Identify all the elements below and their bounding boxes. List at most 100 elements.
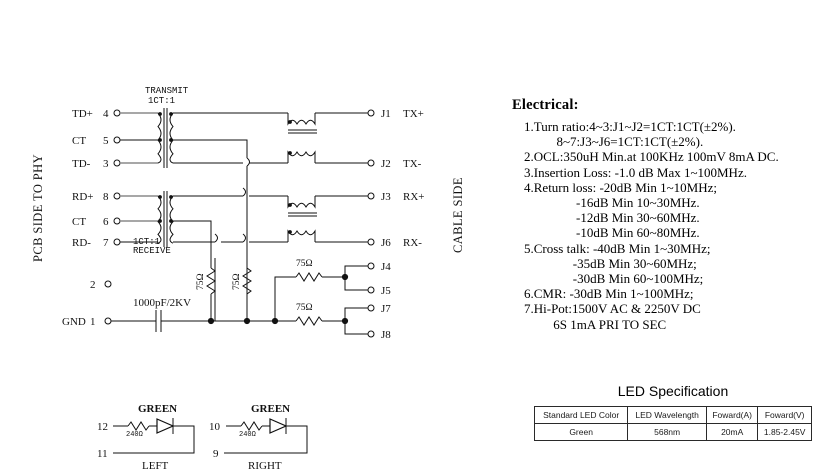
pcb-terminal[interactable] [113,159,121,167]
cable-pin-signal: TX+ [403,108,424,120]
electrical-line: 7.Hi-Pot:1500V AC & 2250V DC [524,301,701,317]
cable-pin-name: J6 [381,237,391,249]
electrical-line: 1.Turn ratio:4~3:J1~J2=1CT:1CT(±2%). [524,119,736,134]
pcb-terminal[interactable] [113,192,121,200]
cable-terminal[interactable] [367,286,375,294]
electrical-line: 6S 1mA PRI TO SEC [524,316,667,332]
table-header-row: Standard LED Color LED Wavelength Foward… [533,406,812,424]
cable-pin-j5: J5 [367,285,391,297]
electrical-line: 5.Cross talk: -40dB Min 1~30MHz; [524,240,711,256]
led-spec-title: LED Specification [617,383,729,399]
electrical-title: Electrical: [512,97,579,113]
cable-pin-name: J2 [381,158,391,170]
pcb-side-label: PCB SIDE TO PHY [31,154,45,262]
cable-terminal[interactable] [367,330,375,338]
cable-terminal[interactable] [367,304,375,312]
column-header: Foward(A) [705,406,759,424]
receive-primary-winding [157,195,162,244]
led-anode-pin: 10 [209,421,221,433]
led-resistor-label: 240Ω [126,431,143,439]
termination-resistor-2: 75Ω [232,258,252,321]
center-tap-resistor-upper: 75Ω [274,259,345,321]
pcb-terminal[interactable] [104,280,112,288]
table-cell: 568nm [627,423,707,441]
pcb-pin-number: 3 [103,158,109,170]
pcb-pin-2: 2 [90,279,112,291]
cable-pin-name: J5 [381,285,391,297]
pcb-pin-label: RD- [72,237,91,249]
cable-side-label: CABLE SIDE [451,177,465,253]
transmit-primary-winding [157,112,162,164]
cable-terminal[interactable] [367,238,375,246]
pcb-pin-label: CT [72,135,86,147]
pcb-pin-label: RD+ [72,191,93,203]
cable-pin-name: J1 [381,108,391,120]
pcb-terminal[interactable] [113,238,121,246]
cable-terminal[interactable] [367,262,375,270]
transmit-secondary-winding [169,112,174,164]
electrical-line: 3.Insertion Loss: -1.0 dB Max 1~100MHz. [524,164,747,180]
pcb-pin-label: TD+ [72,108,93,120]
junction-dot [207,317,215,325]
electrical-line: -35dB Min 30~60MHz; [524,255,697,271]
electrical-line: 4.Return loss: -20dB Min 1~10MHz; [524,179,718,195]
electrical-line: 6.CMR: -30dB Min 1~100MHz; [524,286,694,302]
pcb-terminal[interactable] [104,317,112,325]
led-position-label: RIGHT [248,460,282,472]
pcb-pin-number: 2 [90,279,96,291]
led-diode-icon [269,418,288,434]
pcb-terminal[interactable] [113,217,121,225]
led-resistor-label: 240Ω [239,431,256,439]
resistor-value-label: 75Ω [196,273,206,290]
pcb-pin-label: GND [62,316,86,328]
pcb-terminal[interactable] [113,109,121,117]
led-position-label: LEFT [142,460,169,472]
pcb-pin-rd-minus: RD- 7 [72,237,121,249]
cable-pin-signal: TX- [403,158,422,170]
electrical-line: 8~7:J3~J6=1CT:1CT(±2%). [524,134,704,150]
pcb-pin-number: 7 [103,237,109,249]
cable-pin-signal: RX- [403,237,422,249]
pcb-pin-number: 4 [103,108,109,120]
table-cell: 1.85-2.45V [757,423,812,441]
table-cell: Green [533,423,629,441]
cable-pin-j7: J7 [367,303,391,315]
cable-pin-j1: J1 TX+ [367,108,424,120]
pcb-pin-label: TD- [72,158,91,170]
receive-secondary-winding [169,195,174,244]
cable-pin-j4: J4 [367,261,391,273]
led-cathode-pin: 9 [213,448,219,460]
pcb-pin-rd-plus: RD+ 8 [72,191,121,203]
cable-pin-j3: J3 RX+ [367,191,424,203]
column-header: Foward(V) [757,406,812,424]
pcb-pin-number: 8 [103,191,109,203]
pcb-pin-number: 1 [90,316,96,328]
pcb-pin-ct-5: CT 5 [72,135,121,147]
led-spec-table: Standard LED Color LED Wavelength Foward… [533,406,812,441]
junction-dot [243,317,251,325]
table-cell: 20mA [705,423,759,441]
transmit-transformer-name: TRANSMIT [145,86,189,96]
pcb-pin-td-minus: TD- 3 [72,158,121,170]
center-tap-resistor-lower: 75Ω [275,303,345,326]
cable-pin-signal: RX+ [403,191,424,203]
pcb-pin-gnd: GND 1 [62,316,112,328]
transmit-transformer-ratio: 1CT:1 [148,96,175,106]
cable-terminal[interactable] [367,159,375,167]
pcb-pin-number: 5 [103,135,109,147]
cable-pin-name: J8 [381,329,391,341]
capacitor-value-label: 1000pF/2KV [133,297,191,309]
electrical-specifications: Electrical: 1.Turn ratio:4~3:J1~J2=1CT:1… [512,97,834,332]
electrical-line: -30dB Min 60~100MHz; [524,271,704,287]
receive-common-mode-choke [287,196,317,242]
cable-terminal[interactable] [367,192,375,200]
column-header: LED Wavelength [627,406,707,424]
termination-resistor-1: 75Ω [196,258,216,321]
electrical-line: -12dB Min 30~60MHz. [524,210,700,226]
led-color-label: GREEN [251,403,290,415]
pcb-pin-td-plus: TD+ 4 [72,108,121,120]
pcb-terminal[interactable] [113,136,121,144]
cable-terminal[interactable] [367,109,375,117]
hipot-capacitor: 1000pF/2KV [111,297,211,332]
